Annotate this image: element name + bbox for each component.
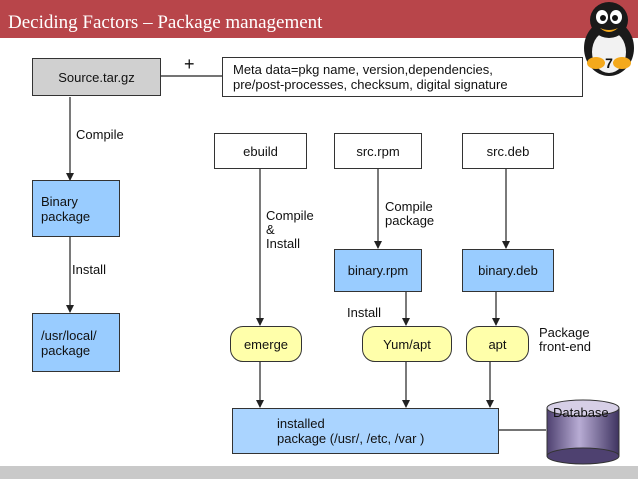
binary-package-box: Binary package: [32, 180, 120, 237]
binary-package-line-1: Binary: [41, 193, 78, 209]
install-label: Install: [72, 262, 106, 277]
usr-local-line-2: package: [41, 342, 91, 358]
metadata-line-1: Meta data=pkg name, version,dependencies…: [233, 62, 493, 77]
penguin-logo-icon: 7: [584, 2, 634, 76]
installed-line-2: package (/usr/, /etc, /var ): [277, 431, 425, 446]
compile-install-line-1: Compile: [266, 208, 314, 223]
source-tarball-box: Source.tar.gz: [32, 58, 161, 96]
usr-local-package-box: /usr/local/ package: [32, 313, 120, 372]
plus-sign: +: [184, 54, 195, 74]
compile-install-line-2: &: [266, 222, 275, 237]
package-frontend-line-2: front-end: [539, 339, 592, 354]
slide-title: Deciding Factors – Package management: [8, 12, 323, 33]
emerge-pill: emerge: [230, 326, 302, 362]
yum-apt-label: Yum/apt: [383, 336, 431, 352]
compile-install-line-3: Install: [266, 236, 300, 251]
package-frontend-label: Package front-end: [539, 326, 591, 354]
slide-number: 7: [605, 55, 613, 71]
ebuild-box: ebuild: [214, 133, 307, 169]
apt-label: apt: [488, 336, 507, 352]
src-rpm-label: src.rpm: [356, 143, 400, 159]
footer-bar: [0, 466, 638, 479]
usr-local-line-1: /usr/local/: [41, 327, 97, 343]
title-bar: Deciding Factors – Package management: [0, 0, 638, 38]
install-rpm-label: Install: [347, 305, 381, 320]
compile-install-label: Compile & Install: [266, 209, 314, 251]
ebuild-label: ebuild: [243, 143, 278, 159]
installed-line-1: installed: [277, 416, 325, 431]
metadata-box: Meta data=pkg name, version,dependencies…: [222, 57, 583, 97]
compile-package-label: Compile package: [385, 200, 434, 228]
database-icon: [546, 399, 620, 465]
src-deb-box: src.deb: [462, 133, 554, 169]
compile-label: Compile: [76, 127, 124, 142]
binary-deb-box: binary.deb: [462, 249, 554, 292]
src-rpm-box: src.rpm: [334, 133, 422, 169]
compile-package-line-2: package: [385, 213, 435, 228]
source-tarball-label: Source.tar.gz: [58, 69, 135, 85]
binary-rpm-label: binary.rpm: [347, 263, 409, 278]
metadata-line-2: pre/post-processes, checksum, digital si…: [233, 77, 508, 92]
yum-apt-pill: Yum/apt: [362, 326, 452, 362]
binary-package-line-2: package: [41, 208, 91, 224]
emerge-label: emerge: [243, 336, 289, 352]
compile-package-line-1: Compile: [385, 199, 433, 214]
src-deb-label: src.deb: [486, 143, 530, 159]
package-frontend-line-1: Package: [539, 325, 590, 340]
binary-rpm-box: binary.rpm: [334, 249, 422, 292]
binary-deb-label: binary.deb: [478, 263, 538, 278]
apt-pill: apt: [466, 326, 529, 362]
installed-package-box: installed package (/usr/, /etc, /var ): [232, 408, 499, 454]
database-label: Database: [553, 405, 609, 420]
